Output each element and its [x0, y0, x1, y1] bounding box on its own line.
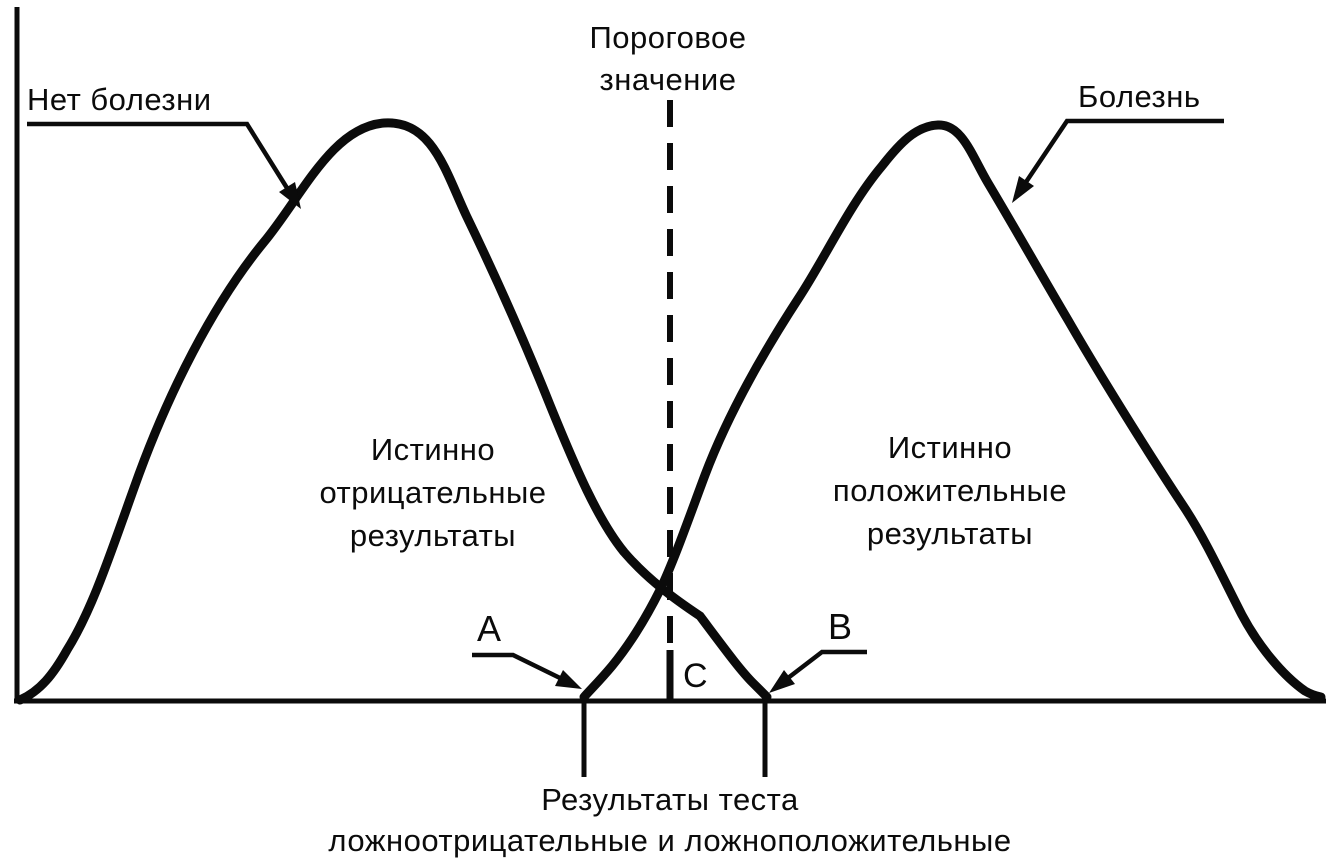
label-true-negative-line3: результаты	[349, 518, 517, 553]
caption-line1: Результаты теста	[541, 782, 799, 817]
label-true-positive-line2: положительные	[832, 473, 1068, 508]
label-threshold-line2: значение	[599, 62, 737, 97]
label-threshold: Пороговое значение	[540, 17, 796, 101]
label-true-negative-line2: отрицательные	[319, 475, 547, 510]
label-threshold-line1: Пороговое	[589, 20, 747, 55]
label-no-disease: Нет болезни	[27, 82, 212, 117]
label-point-a: А	[477, 608, 502, 649]
no-disease-leader-line	[27, 121, 294, 198]
label-true-negative: Истинно отрицательные результаты	[280, 428, 586, 557]
point-b-arrowhead	[769, 670, 795, 693]
disease-leader-line	[1018, 118, 1224, 193]
point-b-leader-line	[786, 649, 867, 680]
point-a-leader-line	[472, 652, 561, 681]
label-point-c: С	[683, 657, 708, 695]
caption-line2: ложноотрицательные и ложноположительные	[328, 823, 1012, 858]
no-disease-curve	[15, 118, 772, 705]
label-true-positive-line1: Истинно	[887, 430, 1013, 465]
point-a-arrowhead	[555, 670, 582, 689]
label-true-positive: Истинно положительные результаты	[795, 426, 1105, 555]
no-disease-arrowhead	[279, 182, 301, 209]
label-true-negative-line1: Истинно	[370, 432, 496, 467]
caption: Результаты теста ложноотрицательные и ло…	[0, 779, 1337, 860]
label-true-positive-line3: результаты	[866, 516, 1034, 551]
label-disease: Болезнь	[1078, 79, 1201, 114]
disease-arrowhead	[1012, 176, 1034, 203]
disease-curve	[579, 120, 1326, 702]
label-point-b: В	[828, 606, 853, 647]
